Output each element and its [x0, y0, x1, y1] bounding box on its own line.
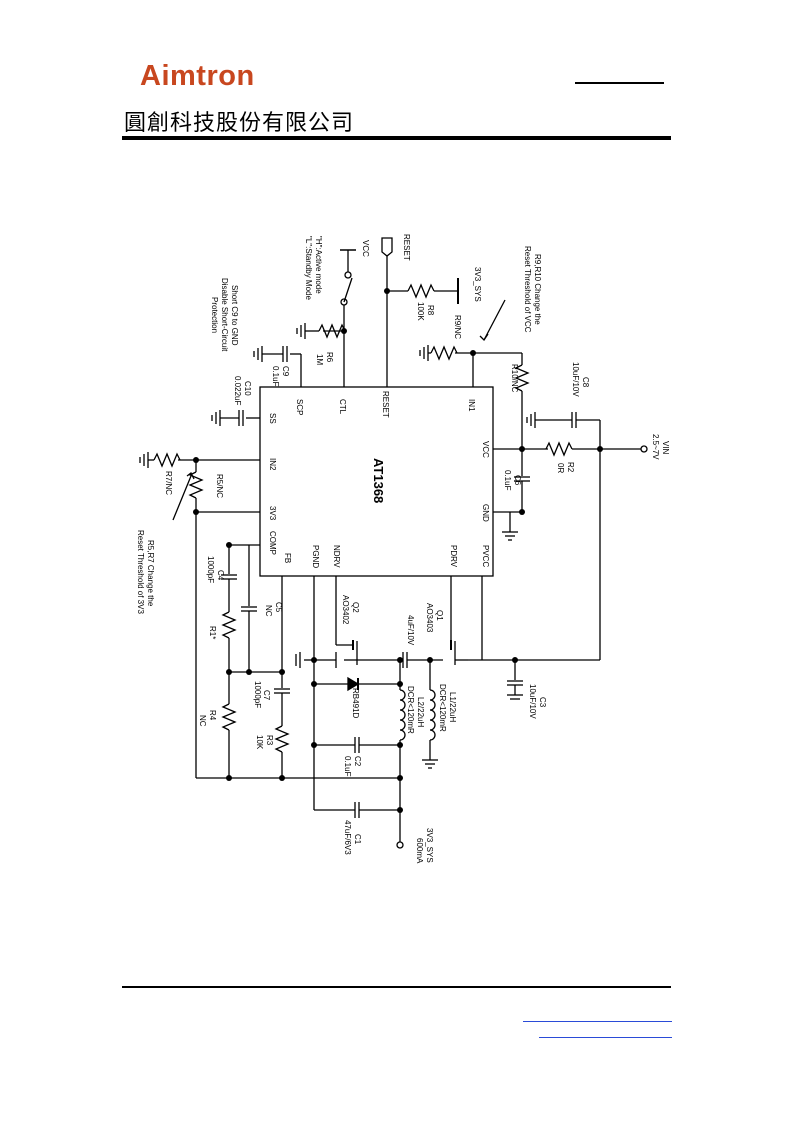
- c2-label: C2: [353, 756, 362, 767]
- c8-label: C8: [581, 377, 590, 388]
- pin-pdrv: PDRV: [449, 545, 458, 568]
- short-note-3: Protection: [210, 297, 219, 333]
- r6-value: 1M: [315, 354, 324, 365]
- chip-box: [259, 386, 494, 577]
- pin-pgnd: PGND: [311, 545, 320, 568]
- d1-label: RB491D: [351, 688, 360, 718]
- c9-value: 0.1uF: [271, 366, 280, 387]
- footer-link-underline-2[interactable]: [539, 1037, 672, 1038]
- header-rule: [122, 136, 671, 140]
- q2-value: AO3402: [341, 595, 350, 625]
- reset-top-label: RESET: [402, 234, 411, 261]
- c10-value: 0.022uF: [233, 376, 242, 405]
- vin-label: VIN: [661, 441, 670, 455]
- pin-in2: IN2: [268, 458, 277, 471]
- r3-label: R3: [265, 735, 274, 746]
- short-note-2: Disable Short-Circuit: [220, 278, 229, 352]
- r10-label: R10/NC: [510, 364, 519, 393]
- c1-value: 47uF/6V3: [343, 820, 352, 855]
- c6-label: C6: [513, 475, 522, 486]
- q2-label: Q2: [351, 602, 360, 613]
- r2-value: 0R: [556, 463, 565, 473]
- vin-value: 2.5~7V: [651, 434, 660, 460]
- pin-vcc: VCC: [481, 441, 490, 458]
- r6-label: R6: [325, 352, 334, 363]
- r57-note-2: Reset Threshold of 3V3: [136, 530, 145, 614]
- pin-ss: SS: [268, 413, 277, 424]
- r9-label: R9/NC: [453, 315, 462, 339]
- r1-label: R1*: [208, 626, 217, 639]
- company-name: 圓創科技股份有限公司: [124, 111, 355, 136]
- l1-dcr: DCR<120mR: [438, 684, 447, 732]
- c7-label: C7: [262, 690, 271, 701]
- r2-label: R2: [566, 462, 575, 473]
- c5-value: NC: [264, 605, 273, 617]
- c5-label: C5: [274, 602, 283, 613]
- c3-label: C3: [538, 697, 547, 708]
- header-rule-short: [575, 82, 664, 84]
- c8-value: 10uF/10V: [571, 362, 580, 397]
- chip-label: AT1368: [371, 458, 386, 503]
- l2-label: L2/22uH: [416, 697, 425, 727]
- r5-label: R5/NC: [215, 474, 224, 498]
- footer-link-underline-1[interactable]: [523, 1021, 672, 1022]
- sys-3v3-label: 3V3_SYS: [473, 267, 482, 302]
- pin-ctl: CTL: [338, 399, 347, 415]
- r4-value: NC: [198, 715, 207, 727]
- out-label: 3V3_SYS: [425, 828, 434, 863]
- pin-pvcc: PVCC: [481, 545, 490, 567]
- h-mode-label: "H":Active mode: [314, 236, 323, 294]
- c2-value: 0.1uF: [343, 756, 352, 777]
- c1-label: C1: [353, 834, 362, 845]
- r3-value: 10K: [255, 735, 264, 750]
- r910-note-1: R9,R10 Change the: [533, 254, 542, 325]
- out-current: 600mA: [415, 838, 424, 864]
- l-mode-label: "L":Standby Mode: [304, 236, 313, 300]
- vcc-top-label: VCC: [361, 240, 370, 257]
- pin-3v3: 3V3: [268, 506, 277, 521]
- r910-note-2: Reset Threshold of VCC: [523, 246, 532, 333]
- pin-in1: IN1: [467, 399, 476, 412]
- c6-value: 0.1uF: [503, 470, 512, 491]
- c3-value: 10uF/10V: [528, 684, 537, 719]
- r8-label: R8: [426, 305, 435, 316]
- r57-note-1: R5,R7 Change the: [146, 540, 155, 607]
- pin-scp: SCP: [295, 399, 304, 415]
- company-logo: Aimtron: [140, 60, 255, 92]
- l1-label: L1/22uH: [448, 692, 457, 722]
- r8-value: 100K: [416, 302, 425, 321]
- q1-label: Q1: [435, 610, 444, 621]
- r4-label: R4: [208, 710, 217, 721]
- pin-reset: RESET: [381, 391, 390, 418]
- cap-4uf-label: 4uF/10V: [406, 615, 415, 646]
- q1-value: AO3403: [425, 603, 434, 633]
- pin-comp: COMP: [268, 531, 277, 555]
- l2-dcr: DCR<120mR: [406, 686, 415, 734]
- c10-label: C10: [243, 381, 252, 396]
- c4-label: C4: [216, 570, 225, 581]
- c7-value: 1000pF: [253, 681, 262, 708]
- short-note-1: Short C9 to GND: [230, 285, 239, 346]
- pin-fb: FB: [283, 553, 292, 563]
- c9-label: C9: [281, 366, 290, 377]
- c4-value: 1000pF: [206, 556, 215, 583]
- r7-label: R7/NC: [164, 471, 173, 495]
- pin-ndrv: NDRV: [332, 545, 341, 568]
- pin-gnd: GND: [481, 504, 490, 522]
- footer-rule: [122, 986, 671, 988]
